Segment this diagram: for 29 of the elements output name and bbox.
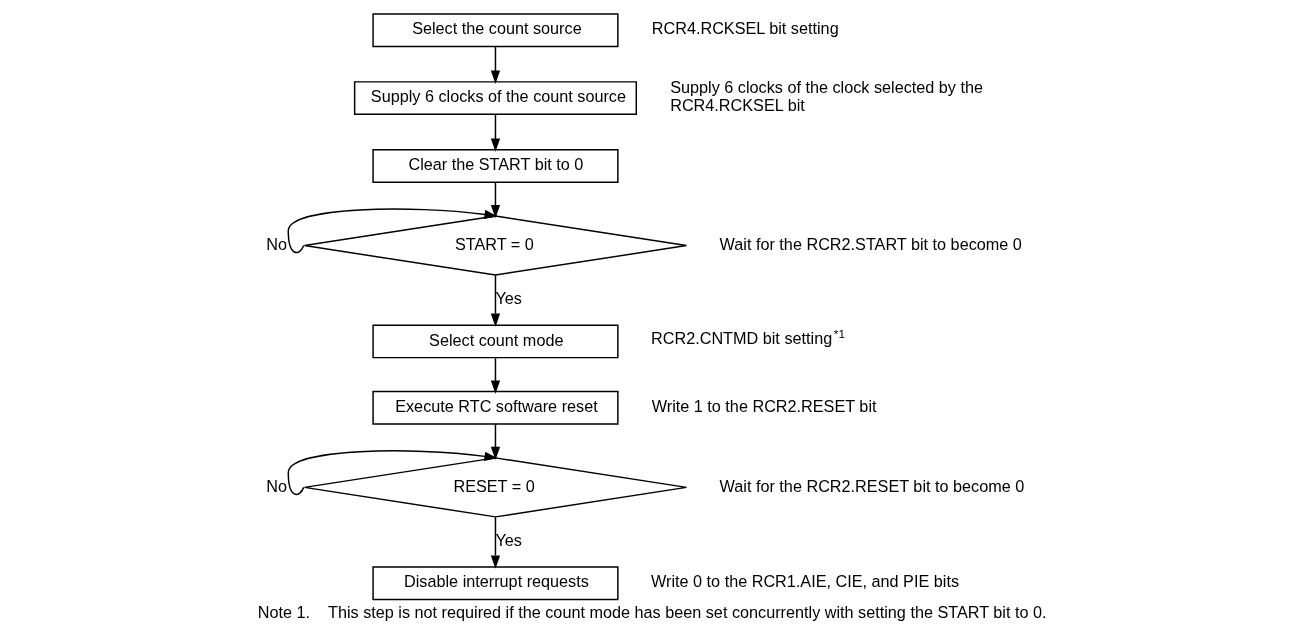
- caption: Note 1. This step is not required if the count mode has been set concurrently with setting the START bit to 0.: [257, 603, 1047, 622]
- arrow: [490, 274, 500, 327]
- arrow: [287, 208, 498, 254]
- edge-label: Yes: [494, 289, 522, 308]
- edge-label: No: [265, 476, 287, 495]
- arrow: [490, 423, 500, 461]
- arrow: [490, 181, 500, 219]
- arrow: [490, 357, 500, 394]
- arrow: [490, 46, 500, 84]
- node-label: Write 1 to the RCR2.RESET bit: [651, 396, 877, 415]
- node-box: Select count mode: [371, 324, 619, 359]
- node-box: Select the count source: [371, 13, 619, 48]
- node-label: Wait for the RCR2.RESET bit to become 0: [719, 476, 1024, 495]
- node-box: Supply 6 clocks of the count source: [353, 81, 637, 116]
- edge-label: Yes: [494, 531, 522, 550]
- node-box: Execute RTC software reset: [371, 390, 619, 425]
- node-label: RCR4.RCKSEL bit setting: [651, 19, 839, 38]
- arrow: [490, 516, 500, 569]
- node-diamond: START = 0: [303, 215, 687, 276]
- node-label: RCR2.CNTMD bit setting$^{*1}$: [650, 326, 845, 348]
- node-box: Disable interrupt requests: [371, 566, 619, 601]
- arrow: [287, 450, 498, 496]
- arrow: [490, 113, 500, 152]
- node-diamond: RESET = 0: [303, 457, 687, 518]
- node-label: Wait for the RCR2.START bit to become 0: [719, 234, 1022, 253]
- edge-label: No: [265, 234, 287, 253]
- node-box: Clear the START bit to 0: [371, 149, 619, 183]
- node-label: Write 0 to the RCR1.AIE, CIE, and PIE bits: [650, 572, 959, 591]
- node-label: Supply 6 clocks of the clock selected by the RCR4.RCKSEL bit: [669, 78, 983, 115]
